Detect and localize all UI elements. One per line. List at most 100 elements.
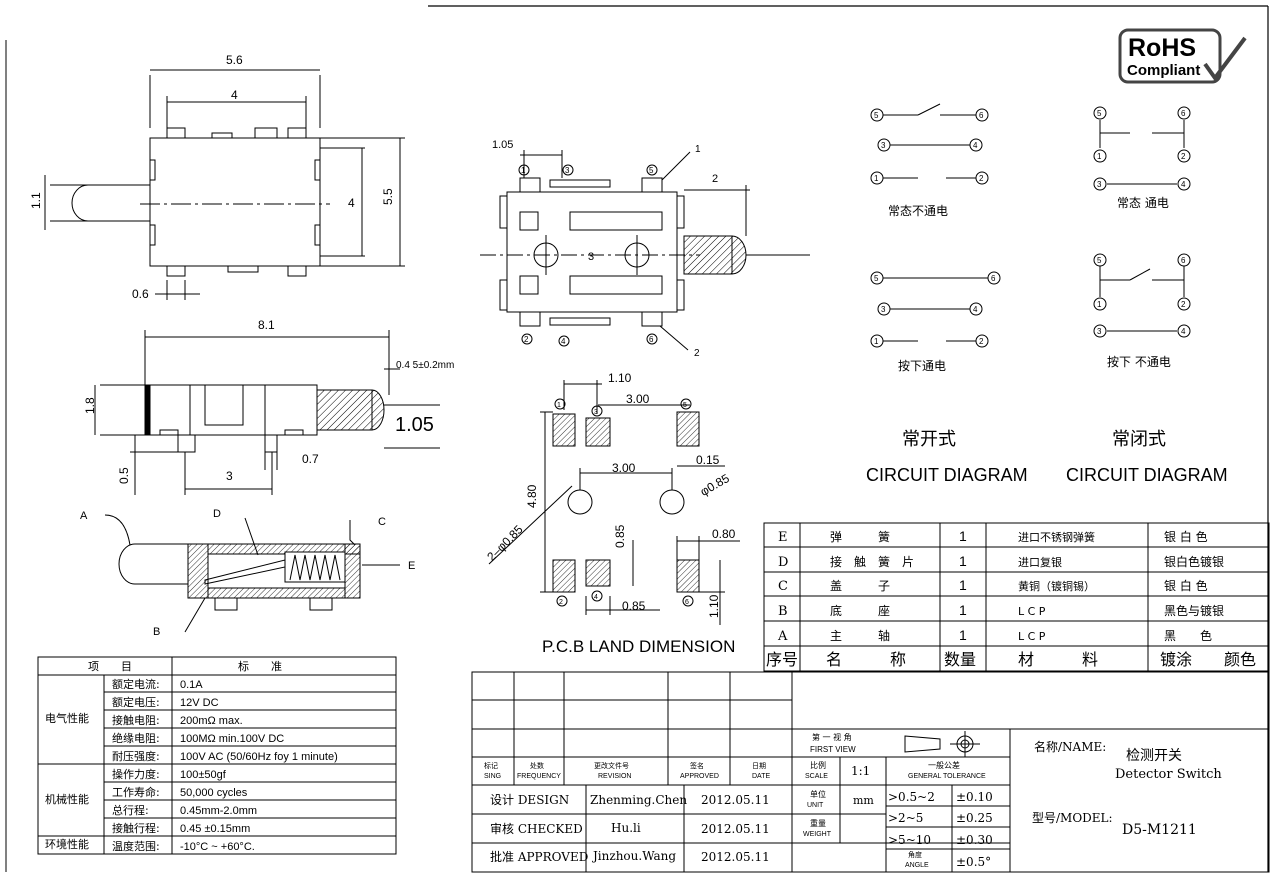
tb-checked-name: Hu.li [611,821,641,835]
dim-side-travel: 1.05 [395,414,434,436]
bom-row-no: B [778,604,788,619]
spec-row-key: 额定电流: [112,677,160,691]
spec-header-item: 项 目 [88,660,132,673]
c2-pin-5: 5 [874,274,879,283]
spec-group-name: 电气性能 [45,711,89,725]
bom-row-finish: 黑色与镀银 [1164,604,1224,618]
bom-row-name: 盖 子 [830,579,890,593]
circuit-no-pressed-label: 按下 不通电 [1107,355,1171,369]
pin-view [480,150,810,351]
bom-row-no: A [777,629,788,644]
tolerance-value: ±0.10 [956,790,993,804]
spec-row-value: -10°C ~ +60°C. [180,841,255,853]
tb-col-freq-1: 处数 [530,761,544,770]
rohs-text: RoHS [1128,34,1196,62]
c1-pin-1: 1 [874,174,879,183]
tb-model-label: 型号/MODEL: [1032,811,1113,825]
circuit-no-type: 常开式 [902,429,956,450]
pin-3-marker: 3 [565,166,570,175]
spec-row-key: 耐压强度: [112,749,160,763]
bom-header-qty: 数量 [944,650,976,669]
bom-row-finish: 银白色镀银 [1164,554,1224,569]
bom-row-name: 弹 簧 [830,529,890,544]
spec-row-key: 温度范围: [112,839,160,853]
bom-row-name: 接 触 簧 片 [830,554,914,569]
bom-table [763,522,1270,672]
tb-unit: mm [853,794,874,807]
dim-side-h: 1.8 [83,397,97,414]
pin-1-marker: 1 [521,166,526,175]
pin-markers: 1 3 5 2 4 6 [518,164,658,347]
c2-pin-6: 6 [991,274,996,283]
c3-pin-1: 1 [1097,152,1102,161]
tb-col-freq-2: FREQUENCY [517,773,561,780]
tb-tol-title: 一般公差 [928,760,960,770]
pcb-pin-5: 5 [683,402,687,409]
dim-mid-1: 1 [695,144,701,155]
spec-row-key: 操作力度: [112,767,160,781]
tolerance-range: >5~10 [888,833,931,847]
title-cols: 标记 SING 处数 FREQUENCY 更改文件号 REVISION 签名 A… [484,761,770,780]
bom-row-finish: 银 白 色 [1164,529,1208,544]
spec-row-value: 0.45 ±0.15mm [180,823,250,835]
dim-mid-105: 1.05 [492,139,513,151]
tb-col-appr-1: 签名 [690,761,704,770]
c3-pin-6: 6 [1181,109,1186,118]
bom-row-no: E [778,530,788,545]
pcb-dim-300a: 3.00 [626,392,650,406]
pin-4-marker: 4 [561,337,566,346]
pcb-pin-1: 1 [557,402,561,409]
spec-row-key: 工作寿命: [112,785,160,799]
pcb-dim-015: 0.15 [696,453,720,467]
dim-side-pitch: 3 [226,469,233,483]
tb-unit-en: UNIT [807,802,824,809]
spec-header-std: 标 准 [238,659,282,673]
tb-name-en: Detector Switch [1115,767,1222,782]
tb-approved-label: 批准 APPROVED [490,849,588,864]
tb-angle-en: ANGLE [905,862,929,869]
circuit-nc-type: 常闭式 [1112,429,1166,450]
circuit-nc-open-label: 常态不通电 [888,204,948,218]
label-c: C [378,516,386,528]
spec-table [37,656,397,855]
c4-pin-1: 1 [1097,300,1102,309]
tolerance-rows: >0.5~2±0.10>2~5±0.25>5~10±0.30±0.5° [888,790,993,869]
circuit-title-right: CIRCUIT DIAGRAM [1066,465,1228,485]
pcb-pin-3: 3 [594,409,598,416]
pcb-pin-markers: 1 3 5 2 4 6 [554,398,694,607]
label-b: B [153,626,160,638]
side-view [94,330,440,495]
bom-row-name: 主 轴 [830,628,890,643]
spec-row-value: 0.45mm-2.0mm [180,805,257,817]
c3-pin-3: 3 [1097,180,1102,189]
pcb-dim-2085: 2–φ0.85 [484,522,526,564]
c1-pin-2: 2 [979,174,984,183]
dim-side-len: 8.1 [258,318,275,332]
c4-pin-4: 4 [1181,327,1186,336]
tb-name-cn: 检测开关 [1126,748,1182,764]
pcb-dim-110v: 1.10 [707,594,721,618]
bom-row-qty: 1 [959,602,967,618]
c1-pin-5: 5 [874,111,879,120]
c4-pin-6: 6 [1181,256,1186,265]
c2-pin-4: 4 [973,305,978,314]
bom-row-material: 进口复银 [1018,555,1062,569]
tb-col-rev-2: REVISION [598,773,631,780]
spec-row-key: 接触行程: [112,821,160,835]
pcb-dim-480: 4.80 [525,484,539,508]
dim-side-pad: 0.7 [302,452,319,466]
dim-mid-2: 2 [712,173,718,185]
tolerance-range: >0.5~2 [888,790,935,804]
bom-row-qty: 1 [959,577,967,593]
tb-name-label: 名称/NAME: [1034,739,1106,754]
tb-col-date-2: DATE [752,773,770,780]
tb-checked-label: 审核 CHECKED [490,821,583,836]
dim-side-lever: 0.4 5±0.2mm [396,360,454,371]
tb-approved-name: Jinzhou.Wang [591,849,676,863]
spec-group-name: 机械性能 [45,792,89,806]
dim-mid-3: 3 [588,251,594,263]
spec-row-key: 接触电阻: [112,713,160,727]
tb-col-rev-1: 更改文件号 [594,761,629,770]
